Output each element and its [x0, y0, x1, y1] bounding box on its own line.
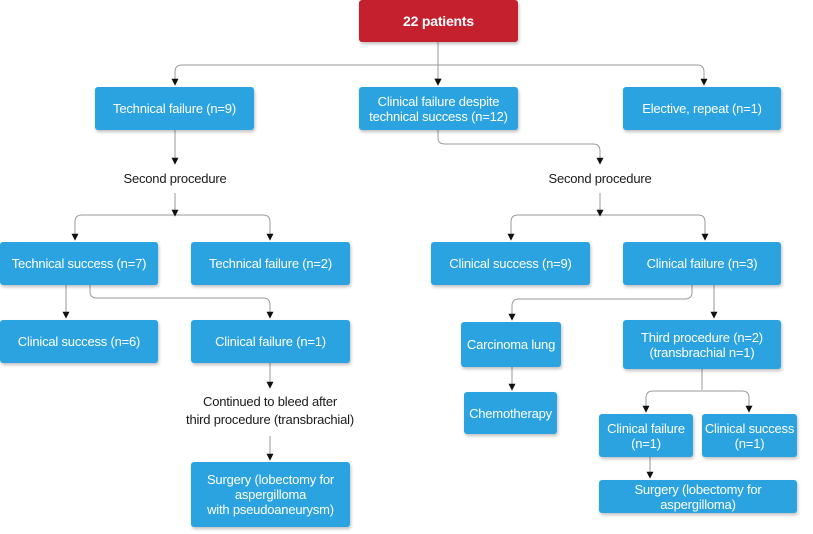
- technical-failure-n9-box: Technical failure (n=9): [95, 87, 254, 130]
- connector-clinfail12-to-second: [437, 130, 604, 165]
- connector-third-fanout: [645, 369, 750, 412]
- third-procedure-box: Third procedure (n=2) (transbrachial n=1…: [623, 320, 781, 369]
- left-second-procedure-label: Second procedure: [123, 171, 227, 186]
- left-surgery-box: Surgery (lobectomy for aspergilloma with…: [191, 462, 350, 527]
- left-technical-success-box: Technical success (n=7): [0, 242, 158, 285]
- connector-left-second-fanout: [74, 193, 271, 240]
- left-technical-failure-box: Technical failure (n=2): [191, 242, 350, 285]
- connector-right-second-fanout: [510, 193, 706, 240]
- connector-techsuccess-to-clinfail: [89, 285, 274, 319]
- elective-repeat-box: Elective, repeat (n=1): [623, 87, 781, 130]
- right-clinical-failure-box: Clinical failure (n=3): [623, 242, 781, 285]
- carcinoma-lung-box: Carcinoma lung: [461, 322, 561, 367]
- right-clinical-success-sub-box: Clinical success (n=1): [702, 414, 797, 457]
- left-clinical-failure-box: Clinical failure (n=1): [191, 320, 350, 363]
- chemotherapy-box: Chemotherapy: [464, 392, 557, 434]
- root-22-patients: 22 patients: [359, 0, 518, 42]
- left-clinical-success-box: Clinical success (n=6): [0, 320, 158, 363]
- clinical-failure-n12-box: Clinical failure despite technical succe…: [359, 87, 518, 130]
- right-clinical-success-box: Clinical success (n=9): [431, 242, 590, 285]
- right-clinical-failure-sub-box: Clinical failure (n=1): [599, 414, 693, 457]
- continued-to-bleed-label: Continued to bleed after third procedure…: [186, 394, 354, 427]
- right-second-procedure-label: Second procedure: [548, 171, 652, 186]
- connector-clinfail3-to-carcinoma: [508, 285, 693, 321]
- right-surgery-box: Surgery (lobectomy for aspergilloma): [599, 480, 797, 513]
- connector-root-to-level1: [174, 42, 705, 85]
